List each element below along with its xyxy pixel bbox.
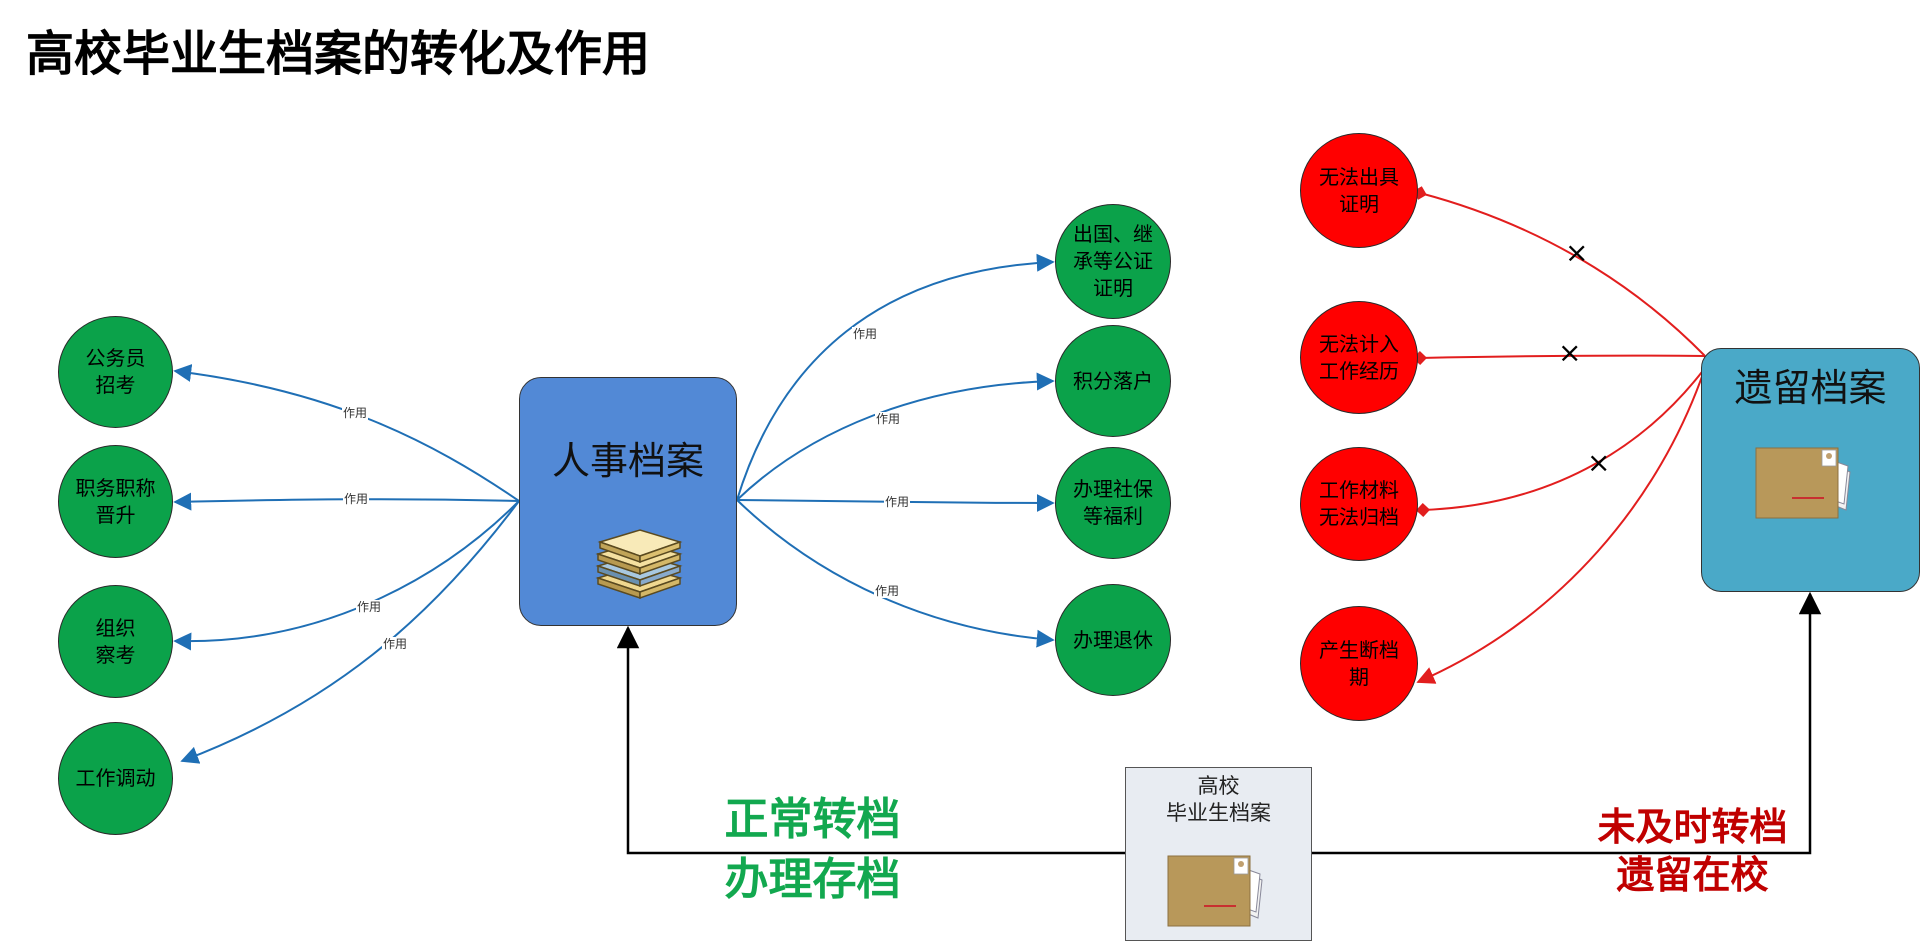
cross-mark-filing: × xyxy=(1587,446,1611,479)
page-title: 高校毕业生档案的转化及作用 xyxy=(26,26,651,82)
cross-mark-work-history: × xyxy=(1558,336,1582,369)
node-organization-review: 组织 察考 xyxy=(58,585,173,698)
cross-mark-certificate: × xyxy=(1565,236,1589,269)
edge-to-civil-service xyxy=(173,364,520,502)
edge-tag-organization-review: 作用 xyxy=(356,600,383,614)
envelope-archive-icon xyxy=(1755,447,1851,519)
edge-late-transfer xyxy=(1312,591,1822,855)
edge-tag-civil-service: 作用 xyxy=(342,406,369,420)
edge-to-no-certificate xyxy=(1413,186,1706,357)
late-transfer-label: 未及时转档 遗留在校 xyxy=(1597,805,1788,897)
envelope-archive-icon xyxy=(1167,855,1263,927)
edge-tag-points-settlement: 作用 xyxy=(875,412,902,426)
node-title-promotion: 职务职称 晋升 xyxy=(58,445,173,558)
node-retirement: 办理退休 xyxy=(1055,584,1171,696)
graduate-archive-label: 高校 毕业生档案 xyxy=(1166,774,1271,825)
stacked-files-icon xyxy=(595,529,683,600)
edge-to-notarization xyxy=(736,253,1055,501)
edge-to-gap-period xyxy=(1416,367,1706,684)
node-job-transfer: 工作调动 xyxy=(58,722,173,835)
edge-to-points-settlement xyxy=(736,372,1055,501)
edge-tag-notarization: 作用 xyxy=(852,327,879,341)
edge-to-retirement xyxy=(736,499,1055,648)
left-archive-box: 遗留档案 xyxy=(1701,348,1920,592)
edge-tag-job-transfer: 作用 xyxy=(382,637,409,651)
node-gap-period: 产生断档 期 xyxy=(1300,606,1418,721)
node-no-certificate: 无法出具 证明 xyxy=(1300,133,1418,248)
graduate-archive-box: 高校 毕业生档案 xyxy=(1125,767,1312,941)
node-no-filing: 工作材料 无法归档 xyxy=(1300,447,1418,561)
edge-to-organization-review xyxy=(173,500,520,651)
edge-tag-social-insurance: 作用 xyxy=(884,495,911,509)
node-civil-service-exam: 公务员 招考 xyxy=(58,316,173,428)
edge-to-job-transfer xyxy=(180,500,520,764)
personnel-archive-box: 人事档案 xyxy=(519,377,737,626)
node-notarization: 出国、继 承等公证 证明 xyxy=(1055,204,1171,319)
node-social-insurance: 办理社保 等福利 xyxy=(1055,447,1171,559)
node-points-settlement: 积分落户 xyxy=(1055,325,1171,437)
edge-to-no-work-history xyxy=(1413,351,1706,365)
personnel-archive-label: 人事档案 xyxy=(551,439,704,483)
edge-to-no-filing xyxy=(1416,367,1706,517)
edge-tag-promotion: 作用 xyxy=(343,492,370,506)
edge-normal-transfer xyxy=(616,625,1125,855)
node-no-work-history: 无法计入 工作经历 xyxy=(1300,301,1418,414)
edge-tag-retirement: 作用 xyxy=(874,584,901,598)
left-archive-label: 遗留档案 xyxy=(1734,366,1887,410)
normal-transfer-label: 正常转档 办理存档 xyxy=(724,794,901,905)
